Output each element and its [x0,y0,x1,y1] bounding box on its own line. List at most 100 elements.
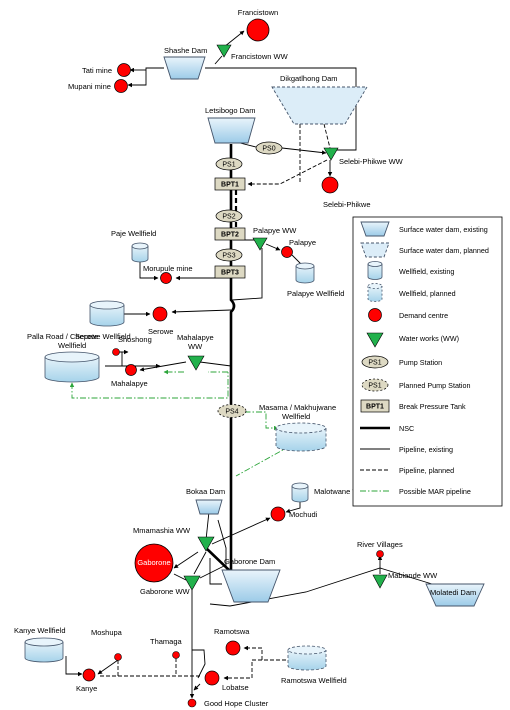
pipe-molatedi-gaborone-dam [209,567,433,607]
mar-palla-nsc [69,372,229,399]
moshupa-label: Moshupa [91,628,123,637]
pipe-bokaa-gaborone-dam [217,519,227,566]
ramotswa-label: Ramotswa [214,627,250,636]
thamaga-node [172,651,180,659]
malotwane-wellfield-label: Malotwane Wellfield [314,487,381,496]
good-hope-node [187,698,197,708]
legend-wellfield-planned-label: Wellfield, planned [399,289,456,298]
masama-wellfield-icon [275,422,327,452]
mahalapye-ww-label-2: WW [188,342,203,351]
palapye-ww-icon [252,237,268,251]
legend: Surface water dam, existing Surface wate… [352,216,503,507]
francistown-ww-label: Francistown WW [231,52,289,61]
molatedi-dam-icon [425,583,485,607]
ps2-pump-station [215,209,243,223]
tati-mine-label: Tati mine [82,66,112,75]
thamaga-label: Thamaga [150,637,183,646]
pipe-shashe-mines [127,67,164,88]
kanye-label: Kanye [76,684,97,693]
legend-pump-station-label: Pump Station [399,358,442,367]
pipe-mmamashia-gaborone [173,551,199,569]
masama-label-1: Masama / Makhujwane [259,403,336,412]
legend-demand-centre-icon [368,308,382,322]
ps2-label: PS2 [222,213,235,220]
legend-wellfield-planned-icon [367,283,383,302]
francistown-ww-icon [216,44,232,58]
paje-wellfield-label: Paje Wellfield [111,229,156,238]
nsc-main-line [205,144,236,576]
shashe-dam-icon [163,56,206,80]
pipe-nsc-serowe [171,309,232,315]
river-villages-label: River Villages [357,540,403,549]
pipe-ramotswa-wf-ramotswa [223,659,286,681]
legend-water-works-label: Water works (WW) [399,334,459,343]
palla-road-label-1: Palla Road / Chepete [27,332,98,341]
ramotswa-node [225,640,241,656]
ps1-label: PS1 [222,161,235,168]
pipe-ps0-selebi-ww [281,147,327,155]
palapye-wellfield-label: Palapye Wellfield [287,289,344,298]
legend-pump-station-icon [361,355,389,369]
palapye-node [281,246,293,258]
gaborone-dam-label: Gaborone Dam [224,557,275,566]
mabiande-ww-icon [372,574,388,589]
legend-bpt-symbol: BPT1 [366,403,384,410]
pipe-shashe-francistown-ww [214,55,223,65]
ps1-pump-station [215,157,243,171]
serowe-wellfield-label: Serowe Wellfield [75,332,131,341]
serowe-wellfield-icon [89,300,125,327]
pipe-gaborone-dam-ww2 [199,565,225,579]
tati-mine-node [117,63,131,77]
mahalapye-label: Mahalapye [111,379,148,388]
pipe-selebi-ww-bpt1 [247,159,328,187]
morupule-mine-node [160,272,172,284]
legend-nsc-label: NSC [399,424,414,433]
pipe-palapye-ww-serowe [231,248,263,301]
letsibogo-dam-label: Letsibogo Dam [205,106,255,115]
mupani-mine-node [114,79,128,93]
pipe-mmamashia-gaborone-ww [193,551,207,575]
bpt3-tank [214,265,246,279]
legend-pipeline-existing-label: Pipeline, existing [399,445,453,454]
mmamashia-ww-label: Mmamashia WW [133,526,191,535]
bpt2-tank [214,227,246,241]
palla-road-wellfield-icon [44,351,100,383]
francistown-label: Francistown [238,8,278,17]
legend-demand-centre-label: Demand centre [399,311,448,320]
selebi-phikwe-label: Selebi-Phikwe [323,200,371,209]
mmamashia-ww-icon [197,536,215,552]
pipe-shashe-selebi [205,67,357,151]
moshupa-node [114,653,122,661]
masama-label-2: Wellfield [282,412,310,421]
legend-dam-existing-label: Surface water dam, existing [399,225,488,234]
selebi-phikwe-ww-label: Selebi-Phikwe WW [339,157,404,166]
pipe-mmamashia-mochudi [211,517,271,545]
ps4-planned-pump-station [217,404,247,418]
pipe-letsibogo-ps0 [239,142,257,148]
gaborone-node [134,543,174,583]
morupule-mine-label: Morupule mine [143,264,193,273]
molatedi-dam-label: Molatedi Dam [430,588,476,597]
pipe-palapye-ww-town [265,243,281,251]
palla-road-label-2: Wellfield [58,341,86,350]
ps3-pump-station [215,248,243,262]
selebi-phikwe-ww-icon [323,147,339,161]
legend-water-works-icon [366,332,384,348]
palapye-wellfield-icon [295,262,315,284]
pipe-malotwane-mochudi [285,500,301,514]
paje-wellfield-icon [131,242,149,263]
dikgatlhong-dam-icon [271,86,368,125]
legend-wellfield-existing-label: Wellfield, existing [399,267,454,276]
palapye-label: Palapye [289,238,316,247]
legend-planned-pump-station-symbol: PS1 [368,382,381,389]
palapye-ww-label: Palapye WW [253,226,297,235]
pipe-ramotswa-wf-ramotswa2 [243,645,263,660]
pipe-nsc-mahalapye-ww [199,361,232,367]
gaborone-ww-icon [183,575,201,591]
selebi-phikwe-node [321,176,339,194]
ps0-pump-station [255,141,283,155]
kanye-wellfield-label: Kanye Wellfield [14,626,66,635]
ps3-label: PS3 [222,252,235,259]
gaborone-label: Gaborone [137,558,170,567]
mahalapye-ww-icon [187,355,205,371]
